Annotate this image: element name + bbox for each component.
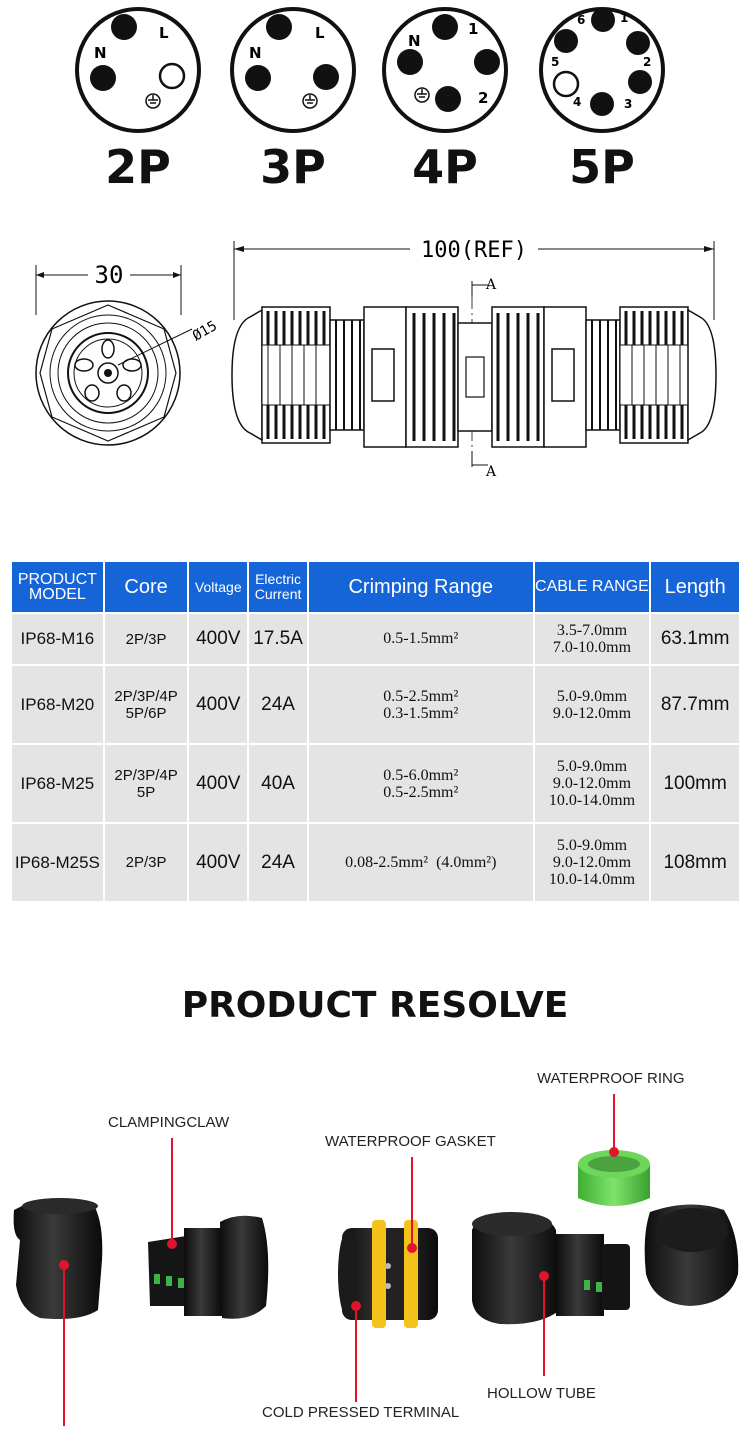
callout-hollow-tube: HOLLOW TUBE [487, 1385, 596, 1402]
dimension-side: 30 [95, 261, 124, 289]
pinout-label-4p: 4P [412, 140, 478, 194]
cell-model: IP68-M20 [12, 666, 103, 743]
resolve-title: PRODUCT RESOLVE [181, 985, 569, 1026]
clamping-claw-part [148, 1215, 269, 1319]
pinout-4p: N 1 2 [382, 7, 508, 133]
callout-lines [63, 1094, 615, 1426]
callout-waterproof-ring: WATERPROOF RING [537, 1070, 685, 1087]
header-voltage: Voltage [189, 562, 248, 612]
table-row: IP68-M16 2P/3P 400V 17.5A 0.5-1.5mm² 3.5… [12, 614, 739, 664]
cell-crimp: 0.08-2.5mm² (4.0mm²) [308, 824, 533, 901]
ground-icon [414, 87, 430, 103]
header-length: Length [651, 562, 739, 612]
cell-model: IP68-M16 [12, 614, 103, 664]
callout-cold-pressed-terminal: COLD PRESSED TERMINAL [262, 1404, 460, 1421]
end-cap-part [644, 1204, 739, 1306]
technical-drawing: 30 Ø15 100(REF) A A [35, 238, 717, 480]
pinout-2p: N L [75, 7, 201, 133]
pin-label: 3 [624, 97, 632, 111]
section-mark: A [485, 277, 497, 293]
dimension-diameter: Ø15 [190, 318, 220, 345]
pin-label: 1 [468, 20, 478, 38]
cell-current: 24A [249, 824, 307, 901]
end-view-drawing: 30 Ø15 [35, 261, 220, 446]
cell-crimp: 0.5-1.5mm² [308, 614, 533, 664]
terminal-gasket-part [338, 1220, 438, 1328]
cell-voltage: 400V [189, 824, 248, 901]
pinout-diagrams: N L N L [75, 7, 665, 133]
cell-current: 24A [249, 666, 307, 743]
hollow-tube-part [472, 1212, 630, 1325]
cell-model: IP68-M25S [12, 824, 103, 901]
side-view-drawing: 100(REF) A A [231, 238, 717, 480]
pin-label: 2 [643, 55, 651, 69]
pinout-5p: 6 1 2 3 4 5 [539, 7, 665, 133]
ground-icon [302, 93, 318, 109]
cell-model: IP68-M25 [12, 745, 103, 822]
cell-voltage: 400V [189, 666, 248, 743]
pin-label: N [249, 44, 262, 62]
section-mark: A [485, 464, 497, 480]
pinout-label-2p: 2P [105, 140, 171, 194]
callout-waterproof-gasket: WATERPROOF GASKET [325, 1133, 496, 1150]
cell-voltage: 400V [189, 745, 248, 822]
pin-label: 1 [620, 11, 628, 25]
pin-label: L [159, 24, 169, 42]
ground-icon [145, 93, 161, 109]
pin-label: 4 [573, 95, 581, 109]
header-core: Core [104, 562, 188, 612]
cell-voltage: 400V [189, 614, 248, 664]
callout-clamping-claw: CLAMPINGCLAW [108, 1114, 230, 1131]
pinout-3p: N L [230, 7, 356, 133]
header-crimping-range: Crimping Range [308, 562, 533, 612]
pinout-label-5p: 5P [569, 140, 635, 194]
pin-label: L [315, 24, 325, 42]
pin-label: 5 [551, 55, 559, 69]
cell-length: 87.7mm [651, 666, 739, 743]
cell-core: 2P/3P [104, 824, 188, 901]
cell-current: 17.5A [249, 614, 307, 664]
cell-length: 63.1mm [651, 614, 739, 664]
pin-label: N [408, 32, 421, 50]
waterproof-ring-part [578, 1150, 650, 1206]
header-cable-range: CABLE RANGE [534, 562, 650, 612]
table-row: IP68-M25S 2P/3P 400V 24A 0.08-2.5mm² (4.… [12, 824, 739, 901]
cap-nut-part [13, 1198, 103, 1319]
pin-label: N [94, 44, 107, 62]
exploded-view [13, 1094, 739, 1426]
dimension-ref: 100(REF) [421, 238, 527, 263]
cell-current: 40A [249, 745, 307, 822]
callout-dots [59, 1147, 619, 1311]
pinout-label-3p: 3P [260, 140, 326, 194]
pin-label: 6 [577, 13, 585, 27]
cell-length: 108mm [651, 824, 739, 901]
pin-label: 2 [478, 89, 488, 107]
cell-core: 2P/3P [104, 614, 188, 664]
cell-length: 100mm [651, 745, 739, 822]
